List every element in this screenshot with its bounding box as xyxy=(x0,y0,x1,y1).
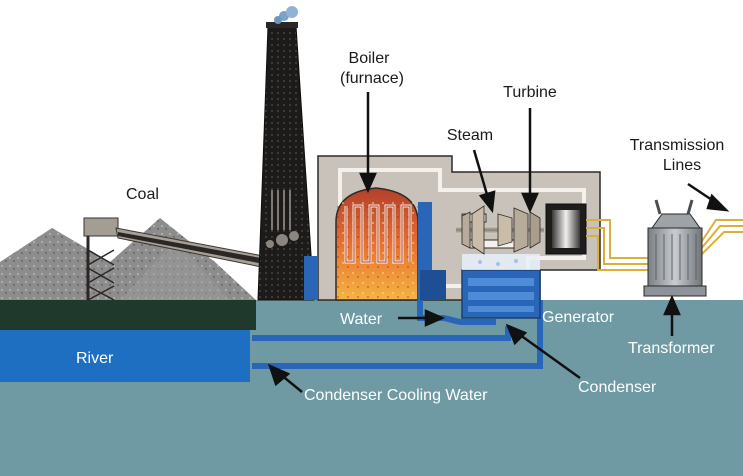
annotation-arrows xyxy=(267,92,730,393)
river-label: River xyxy=(76,350,114,367)
turbine-icon xyxy=(456,205,544,255)
condenser-label: Condenser xyxy=(578,379,657,396)
cooling-water-label: Condenser Cooling Water xyxy=(304,387,488,404)
coal-pile-icon xyxy=(0,218,256,300)
steam-label: Steam xyxy=(447,127,493,144)
transmission-label: Transmission xyxy=(630,137,725,154)
transformer-label: Transformer xyxy=(628,340,715,357)
coal-label: Coal xyxy=(126,186,159,203)
furnace-icon xyxy=(335,187,419,301)
boiler-label: Boiler xyxy=(349,50,391,67)
generator-label: Generator xyxy=(542,309,615,326)
condenser-arrow xyxy=(515,330,581,380)
smoke-icon xyxy=(274,6,298,24)
steam-arrow xyxy=(472,149,490,199)
water-label: Water xyxy=(340,311,383,328)
transmission-sublabel: Lines xyxy=(663,157,701,174)
boiler-sublabel: (furnace) xyxy=(340,70,404,87)
transformer-icon xyxy=(643,199,707,297)
condenser-icon xyxy=(461,254,541,319)
generator-icon xyxy=(545,203,587,255)
turbine-label: Turbine xyxy=(503,84,557,101)
grass-strip xyxy=(0,300,256,330)
river xyxy=(0,330,250,382)
transmission-wires xyxy=(586,219,743,271)
